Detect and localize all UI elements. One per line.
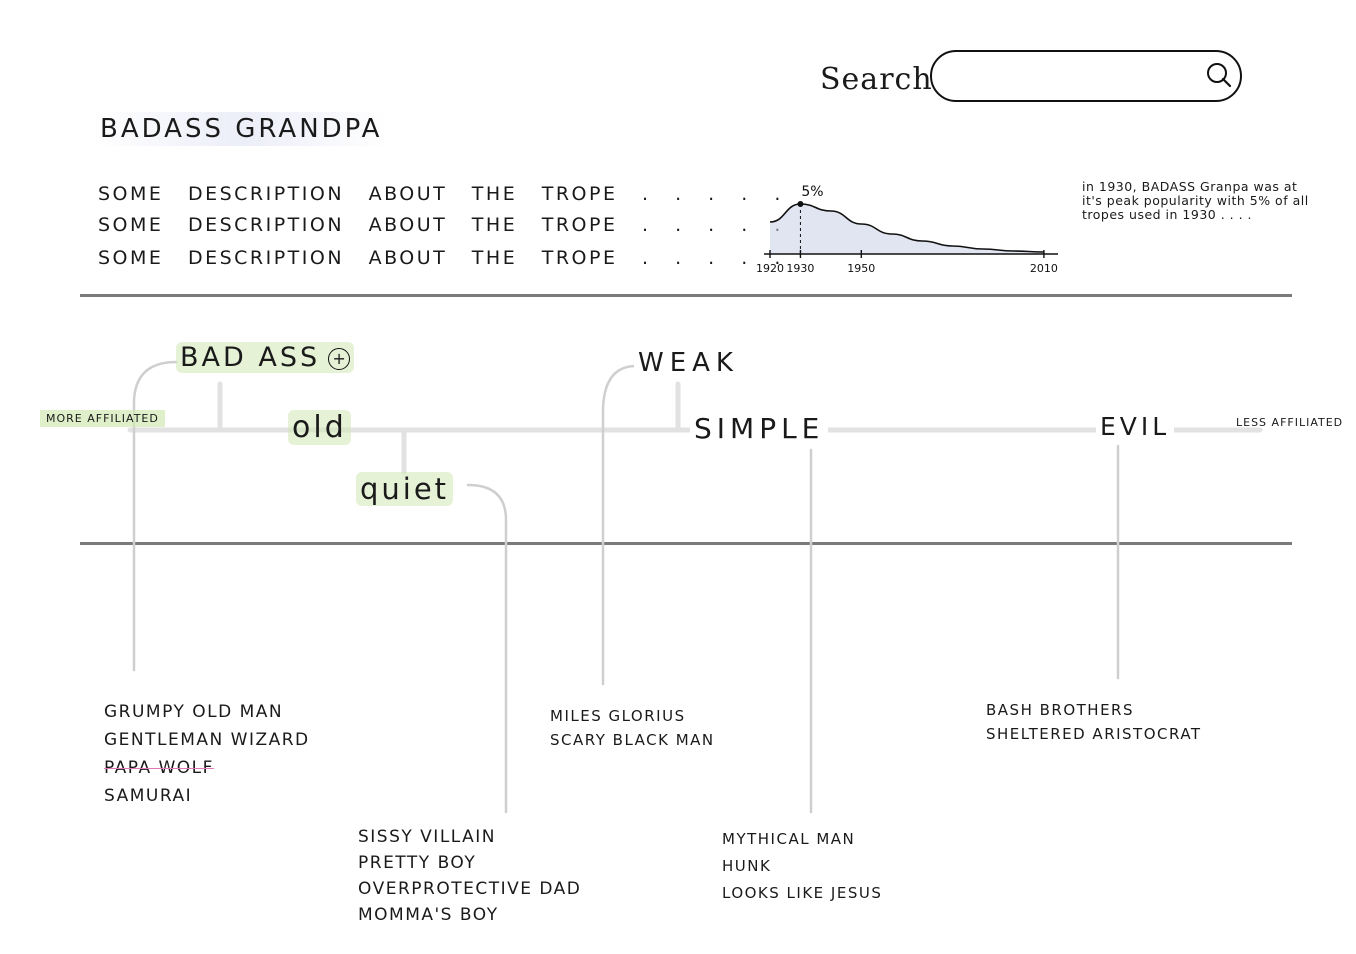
divider-bottom [80,542,1292,545]
related-trope-link[interactable]: GENTLEMAN WIZARD [104,730,310,750]
related-trope-link[interactable]: MILES GLORIUS [550,707,686,725]
related-trope-link[interactable]: LOOKS LIKE JESUS [722,884,883,902]
divider-top [80,294,1292,297]
related-trope-link[interactable]: MYTHICAL MAN [722,830,856,848]
related-trope-link[interactable]: SISSY VILLAIN [358,827,497,847]
related-trope-link[interactable]: SHELTERED ARISTOCRAT [986,725,1202,743]
node-badass[interactable]: BAD ASS + [176,342,355,373]
popularity-note: in 1930, BADASS Granpa was at it's peak … [1082,179,1309,222]
search-input[interactable] [950,60,1204,94]
popularity-peak-point [797,201,804,207]
related-trope-link[interactable]: MOMMA'S BOY [358,905,499,925]
related-trope-link[interactable]: PAPA WOLF [104,758,214,778]
related-list-weak: MILES GLORIUS SCARY BLACK MAN [550,704,715,752]
related-trope-link[interactable]: GRUMPY OLD MAN [104,702,284,722]
node-evil[interactable]: EVIL [1096,412,1175,441]
add-node-button[interactable]: + [328,347,351,370]
node-quiet[interactable]: quiet [356,472,454,506]
popularity-peak-label: 5% [801,184,823,200]
axis-label-more-affiliated: MORE AFFILIATED [40,410,165,427]
node-weak[interactable]: WEAK [634,348,743,378]
trope-description-line: SOME DESCRIPTION ABOUT THE TROPE . . . .… [98,183,783,205]
weak-connector [601,364,638,686]
axis-label-less-affiliated: LESS AFFILIATED [1236,416,1344,429]
trope-description-line: SOME DESCRIPTION ABOUT THE TROPE . . . .… [98,214,783,236]
related-list-evil: BASH BROTHERS SHELTERED ARISTOCRAT [986,698,1202,746]
search-bar[interactable] [930,50,1242,102]
search-label: Search [820,62,933,97]
trope-title: BADASS GRANDPA [94,112,389,146]
popularity-tick-label: 1920 [756,262,784,275]
popularity-tick-label: 1930 [786,262,814,275]
popularity-area [770,204,1044,254]
related-list-simple: MYTHICAL MAN HUNK LOOKS LIKE JESUS [722,826,882,907]
node-old[interactable]: old [288,410,351,445]
popularity-tick-label: 1950 [847,262,875,275]
related-trope-link[interactable]: PRETTY BOY [358,853,477,873]
related-trope-link[interactable]: SAMURAI [104,786,193,806]
quiet-connector [466,483,508,814]
badass-connector [132,360,178,672]
search-icon[interactable] [1204,60,1234,90]
node-badass-label: BAD ASS [180,342,321,373]
node-simple[interactable]: SIMPLE [690,412,829,445]
trope-description-line: SOME DESCRIPTION ABOUT THE TROPE . . . .… [98,247,783,269]
related-list-badass: GRUMPY OLD MAN GENTLEMAN WIZARD PAPA WOL… [104,698,310,810]
related-list-quiet: SISSY VILLAIN PRETTY BOY OVERPROTECTIVE … [358,824,581,928]
related-trope-link[interactable]: SCARY BLACK MAN [550,731,715,749]
related-trope-link[interactable]: BASH BROTHERS [986,701,1135,719]
popularity-tick-label: 2010 [1030,262,1058,275]
related-trope-link[interactable]: HUNK [722,857,772,875]
related-trope-link[interactable]: OVERPROTECTIVE DAD [358,879,582,899]
popularity-line [769,203,1044,253]
